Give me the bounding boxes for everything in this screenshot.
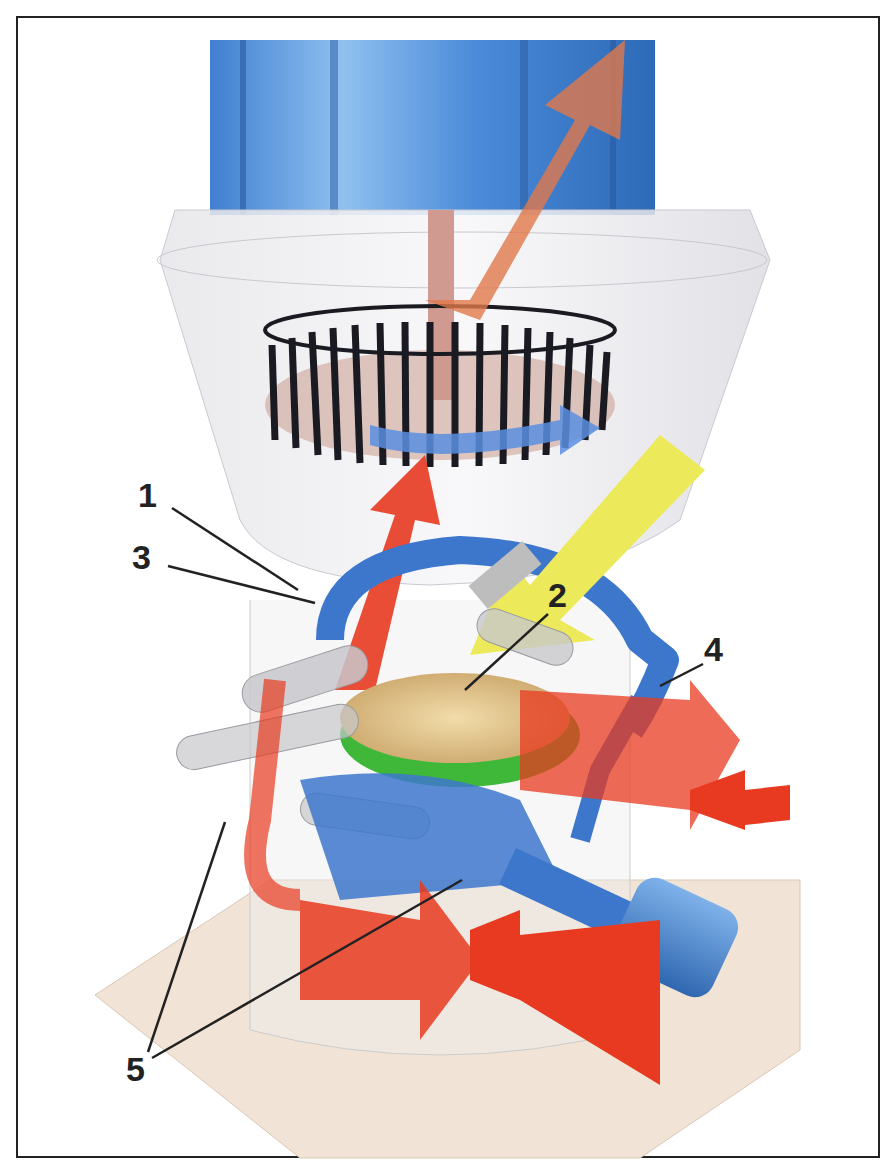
rotation-arrow xyxy=(370,405,600,455)
callout-number: 1 xyxy=(138,478,157,512)
frame xyxy=(17,17,879,1157)
cage-blades xyxy=(272,322,607,467)
leader-lines xyxy=(148,508,703,1058)
callout-number: 4 xyxy=(704,632,723,666)
gas-inlet-arrow xyxy=(300,880,480,1040)
callout-number: 5 xyxy=(126,1052,145,1086)
product-arrow xyxy=(425,40,625,320)
callout-number: 2 xyxy=(548,578,567,612)
callout-number: 3 xyxy=(132,540,151,574)
separator-housing xyxy=(160,210,770,585)
feed-chute xyxy=(469,541,542,609)
